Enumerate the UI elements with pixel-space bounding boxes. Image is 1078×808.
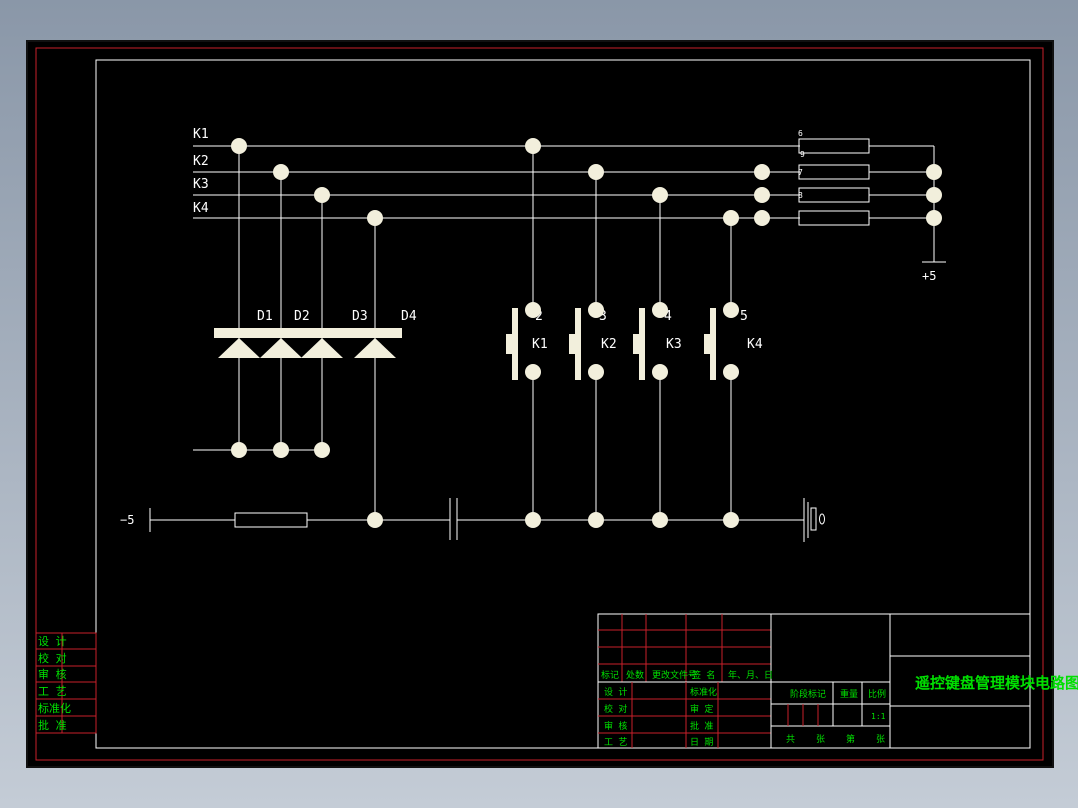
- resistor-number: 8: [798, 191, 803, 200]
- switch-k3: 4 K3: [633, 308, 682, 380]
- scale-label: 比例: [868, 688, 886, 700]
- switch-label: K2: [601, 337, 617, 352]
- pullup-resistors: 6 7 8 9 +5: [798, 129, 946, 283]
- header-cell: 签 名: [692, 669, 715, 681]
- diode-array: D1 D2 D3 D4: [214, 309, 417, 358]
- stage-marks-label: 阶段标记: [790, 688, 826, 700]
- circuit-diagram: K1 K2 K3 K4 6 7 8 9 +5: [120, 127, 946, 542]
- switch-number: 5: [740, 309, 748, 324]
- sheet-cell: 共: [786, 734, 795, 745]
- sidebar-label: 标准化: [38, 701, 71, 715]
- role-cell: 设 计: [604, 686, 627, 698]
- sidebar-label: 校 对: [38, 651, 67, 665]
- sidebar-label: 审 核: [38, 667, 67, 681]
- role-cell: 批 准: [690, 720, 713, 732]
- header-cell: 处数: [626, 669, 644, 681]
- diode-label: D2: [294, 309, 310, 324]
- output-connector: [803, 498, 825, 542]
- bus-label: K1: [193, 127, 209, 142]
- diode-label: D3: [352, 309, 368, 324]
- switch-label: K1: [532, 337, 548, 352]
- sidebar-label: 批 准: [38, 718, 67, 732]
- switch-number: 3: [599, 309, 607, 324]
- bus-label: K2: [193, 154, 209, 169]
- role-cell: 审 定: [690, 703, 713, 715]
- sidebar-table: 设 计 校 对 审 核 工 艺 标准化 批 准: [35, 632, 97, 734]
- switch-label: K4: [747, 337, 763, 352]
- junction-nodes: [231, 138, 942, 528]
- sheet-cell: 张: [816, 734, 825, 745]
- title-block: 遥控键盘管理模块电路图 标记 处数 更改文件号 签 名 年、月、日 设 计 标准…: [597, 613, 1078, 749]
- switch-k4: 5 K4: [704, 308, 763, 380]
- sidebar-label: 工 艺: [38, 685, 67, 698]
- weight-label: 重量: [840, 688, 858, 700]
- header-cell: 年、月、日: [728, 669, 773, 681]
- header-cell: 标记: [601, 669, 619, 681]
- switch-k2: 3 K2: [569, 308, 617, 380]
- drawing-title: 遥控键盘管理模块电路图: [915, 674, 1078, 692]
- role-cell: 校 对: [604, 703, 627, 715]
- sheet-cell: 第: [846, 733, 855, 745]
- sidebar-label: 设 计: [38, 635, 67, 648]
- role-cell: 工 艺: [604, 737, 627, 748]
- capacitor: [449, 498, 458, 540]
- resistor-number: 7: [798, 168, 803, 177]
- header-cell: 更改文件号: [652, 669, 697, 681]
- sheet-cell: 张: [876, 734, 885, 745]
- supply-positive-label: +5: [922, 269, 936, 283]
- switch-number: 2: [535, 309, 543, 324]
- role-cell: 日 期: [690, 737, 713, 748]
- bus-label: K4: [193, 201, 209, 216]
- outer-frame: [35, 47, 1044, 761]
- supply-negative-label: −5: [120, 513, 134, 527]
- pushbutton-switches: 2 K1 3 K2 4 K3 5 K4: [506, 308, 763, 380]
- switch-label: K3: [666, 337, 682, 352]
- resistor-number: 9: [800, 150, 805, 159]
- resistor-number: 6: [798, 129, 803, 138]
- inner-frame: [95, 59, 1031, 749]
- diode-label: D1: [257, 309, 273, 324]
- switch-k1: 2 K1: [506, 308, 548, 380]
- bus-label: K3: [193, 177, 209, 192]
- diode-label: D4: [401, 309, 417, 324]
- switch-number: 4: [664, 309, 672, 324]
- role-cell: 标准化: [690, 686, 717, 698]
- drawing-sheet: [26, 40, 1054, 768]
- scale-value: 1:1: [871, 712, 886, 721]
- role-cell: 审 核: [604, 720, 627, 732]
